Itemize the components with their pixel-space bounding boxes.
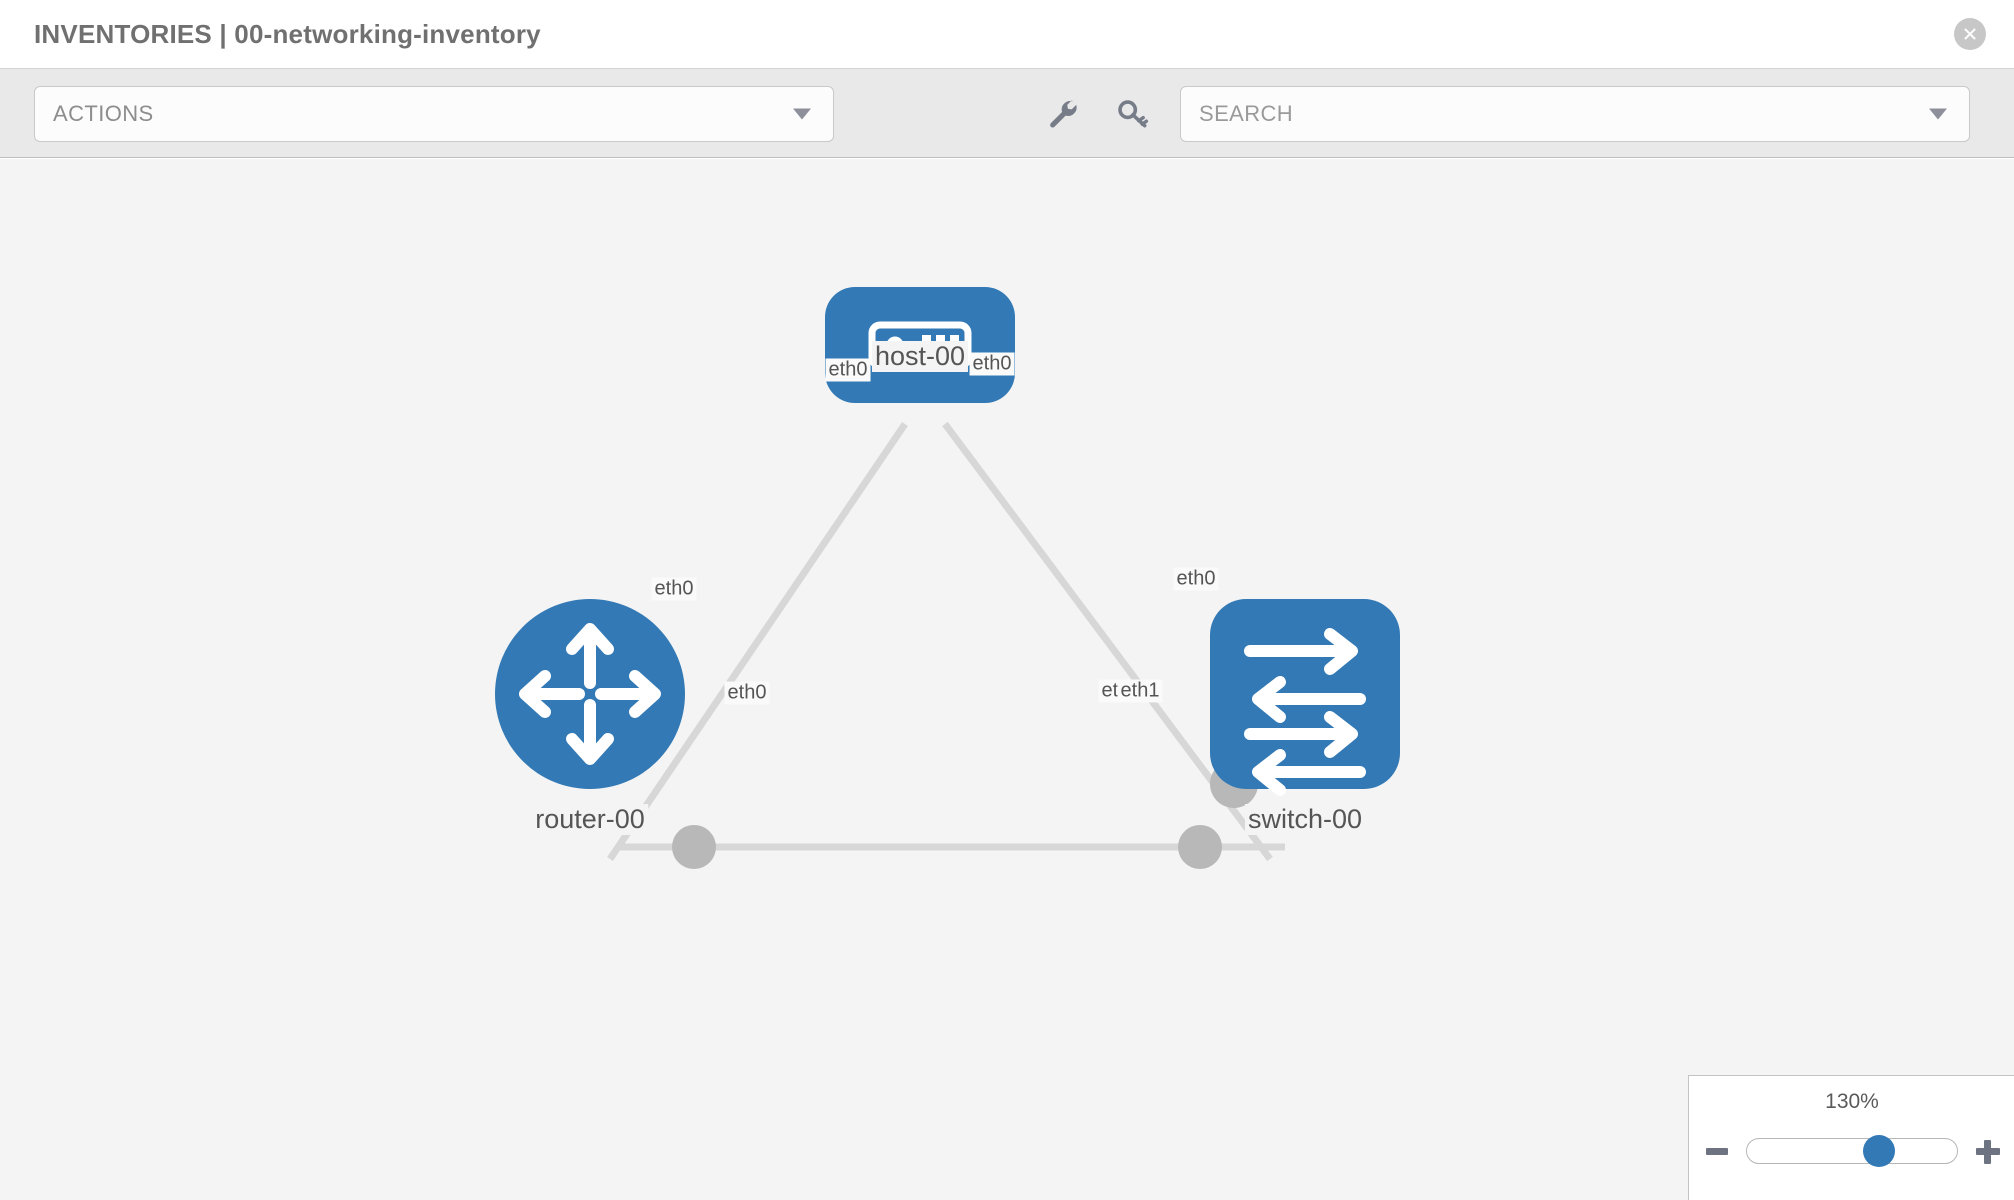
iface-label: eth1 [1117,679,1163,703]
router-icon [519,623,661,765]
chevron-down-icon [793,108,811,120]
search-input[interactable]: SEARCH [1180,86,1970,142]
toolbar: ACTIONS SEARCH [0,68,2014,158]
plus-icon[interactable] [1972,1136,2002,1166]
key-icon[interactable] [1110,91,1156,137]
minus-icon[interactable] [1702,1136,1732,1166]
iface-label: eth0 [825,358,871,382]
chevron-down-icon[interactable] [1929,108,1947,120]
switch-icon [1244,628,1366,796]
zoom-level-value: 130% [1825,1090,1879,1113]
zoom-control-panel: 130% [1688,1075,2014,1200]
zoom-slider-thumb[interactable] [1863,1135,1896,1167]
connector-switch-left [1178,825,1222,869]
close-icon[interactable] [1954,18,1986,50]
topology-canvas[interactable]: host-00 router-00 switch-00 eth0 eth0 et… [0,159,2014,1200]
actions-dropdown-label: ACTIONS [53,101,154,126]
node-label-host-00: host-00 [871,341,969,372]
link-router-host [607,422,908,861]
actions-dropdown[interactable]: ACTIONS [34,86,834,142]
connector-router-right [672,825,716,869]
node-label-switch-00: switch-00 [1244,804,1366,835]
window-header: INVENTORIES | 00-networking-inventory [0,0,2014,68]
iface-label: eth0 [1173,567,1219,591]
node-label-router-00: router-00 [532,804,648,835]
node-router-00 [495,599,685,789]
zoom-slider[interactable] [1746,1135,1958,1167]
node-switch-00 [1210,599,1400,796]
iface-label: eth0 [651,577,697,601]
topology-links [607,421,1285,862]
iface-label: eth0 [724,681,770,705]
topology-graph [495,287,1400,869]
iface-label: eth0 [969,352,1015,376]
search-input-placeholder: SEARCH [1199,101,1294,126]
wrench-icon[interactable] [1040,91,1086,137]
page-title: INVENTORIES | 00-networking-inventory [34,18,541,49]
